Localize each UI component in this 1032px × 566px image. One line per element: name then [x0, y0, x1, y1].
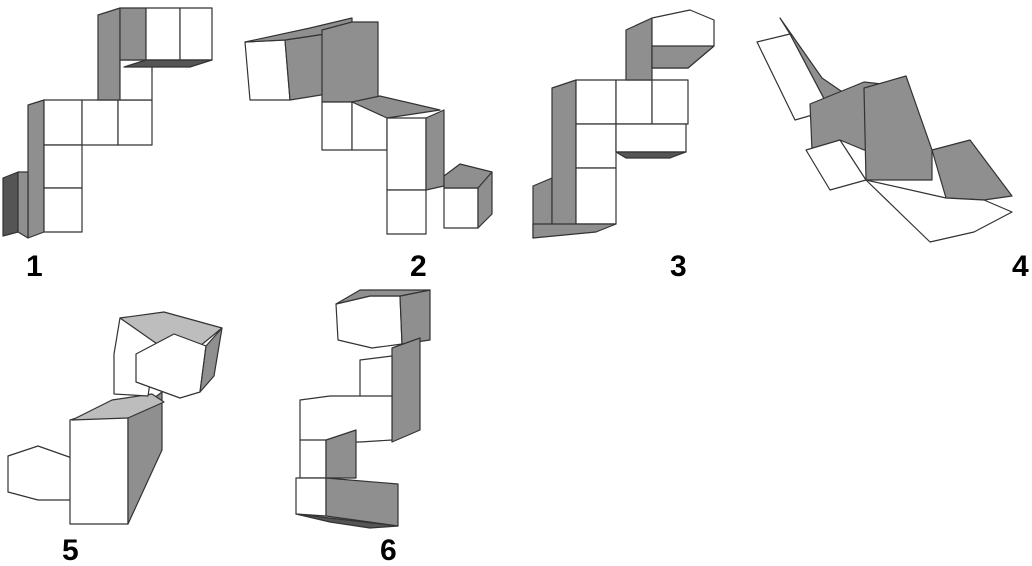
figure-2-side-face — [322, 22, 378, 102]
figure-3-side-face — [552, 80, 576, 232]
figure-3-bottom-face — [533, 224, 616, 238]
figure-5-cube-structure — [8, 312, 222, 524]
figure-1-front-face — [44, 188, 82, 232]
figure-3-cube-structure — [533, 10, 714, 238]
figure-1-front-face — [44, 145, 82, 188]
figure-2-side-face — [426, 110, 444, 190]
figure-3-front-face — [616, 80, 652, 124]
figure-1-front-face — [118, 100, 152, 145]
figure-6-front-face — [300, 440, 326, 478]
figure-1-front-face — [44, 100, 82, 145]
figure-1-front-face — [82, 100, 118, 145]
figure-3-front-face — [576, 168, 616, 224]
figure-5-label: 5 — [62, 534, 79, 566]
figure-3-bottom-face — [616, 152, 686, 158]
figure-3-side-face — [626, 18, 652, 80]
figure-5-front-face — [8, 446, 72, 500]
figure-6-cube-structure — [296, 290, 430, 528]
figure-4-cube-structure — [757, 18, 1012, 242]
figure-1-side-face — [28, 100, 44, 238]
figure-1-side-face — [120, 8, 146, 60]
figure-3-front-face — [616, 124, 686, 152]
figure-6-side-face — [392, 338, 420, 442]
figure-1-front-face — [180, 8, 212, 60]
figure-4-side-face — [864, 76, 932, 180]
figure-1-front-face — [146, 8, 180, 60]
figure-2-front-face — [444, 188, 478, 228]
figure-3-bottom-face — [652, 46, 714, 68]
figure-1-side-face — [18, 172, 28, 238]
figure-6-front-face — [296, 478, 326, 516]
figure-5-front-face — [70, 408, 128, 524]
figure-3-label: 3 — [670, 250, 687, 283]
figure-1-side-face — [98, 8, 120, 100]
figure-2-front-face — [387, 190, 426, 234]
figure-2-label: 2 — [410, 250, 427, 283]
figure-1-side-face — [3, 172, 18, 236]
figure-6-side-face — [400, 290, 430, 344]
figure-3-front-face — [652, 80, 688, 124]
figure-1-label: 1 — [26, 250, 43, 283]
figure-3-front-face — [576, 124, 616, 168]
figure-2-cube-structure — [245, 18, 492, 234]
figure-2-front-face — [387, 118, 426, 190]
figure-6-label: 6 — [380, 534, 397, 566]
figure-4-label: 4 — [1012, 250, 1029, 283]
figure-6-front-face — [360, 356, 392, 398]
figure-6-front-face — [336, 296, 402, 348]
figure-1-cube-structure — [3, 8, 212, 238]
figure-2-front-face — [245, 40, 290, 100]
figure-3-front-face — [576, 80, 616, 124]
figure-2-front-face — [322, 102, 352, 150]
figure-4-side-face — [932, 140, 1012, 200]
